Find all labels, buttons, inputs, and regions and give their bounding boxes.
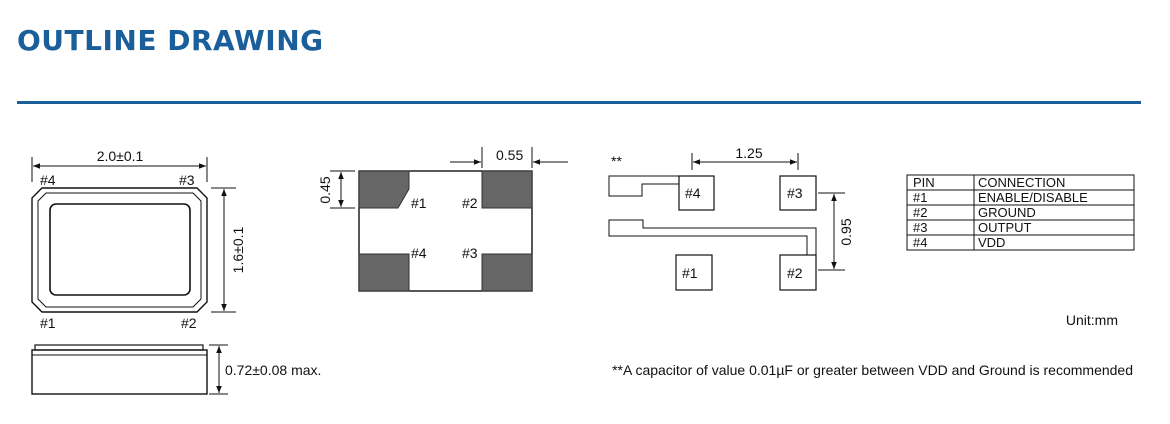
pad-label: #3 — [787, 185, 803, 201]
footnote: **A capacitor of value 0.01µF or greater… — [612, 362, 1133, 378]
note-marker: ** — [611, 153, 622, 169]
height-dim-text: 1.6±0.1 — [230, 226, 246, 273]
pad-3 — [481, 253, 533, 292]
trace-bottom — [608, 219, 817, 256]
pad-label: #2 — [787, 265, 803, 281]
pin-label: #1 — [40, 315, 56, 331]
pin-label: #3 — [179, 172, 195, 188]
pitch-dim-text: 1.25 — [735, 145, 762, 161]
pad-label: #4 — [685, 185, 701, 201]
table-cell: #4 — [913, 235, 927, 250]
page-title: OUTLINE DRAWING — [17, 24, 324, 57]
vertical-dim-text: 0.95 — [838, 218, 854, 245]
pad-4 — [358, 253, 410, 292]
table-cell: ENABLE/DISABLE — [978, 190, 1088, 205]
unit-label: Unit:mm — [1066, 312, 1118, 328]
side-body — [31, 349, 208, 395]
package-outline-inner — [37, 192, 202, 308]
top-view: 2.0±0.1 1.6±0.1 #4 #3 #1 #2 — [31, 148, 246, 331]
land-pad-3 — [779, 175, 817, 211]
pad-width-dim-text: 0.55 — [496, 147, 523, 163]
pin-label: #1 — [411, 195, 427, 211]
table-cell: GROUND — [978, 205, 1036, 220]
pad-2 — [481, 170, 533, 209]
lid-outline — [49, 203, 191, 296]
pin-label: #4 — [40, 172, 56, 188]
table-header: PIN — [913, 175, 935, 190]
bottom-outline — [358, 170, 533, 292]
width-dim-text: 2.0±0.1 — [97, 148, 144, 164]
land-pad-4 — [678, 175, 715, 211]
table-header: CONNECTION — [978, 175, 1065, 190]
pin-label: #4 — [411, 245, 427, 261]
side-height-dim-text: 0.72±0.08 max. — [225, 362, 321, 378]
table-cell: #3 — [913, 220, 927, 235]
land-pad-2 — [779, 254, 817, 291]
table-cell: OUTPUT — [978, 220, 1032, 235]
table-border — [906, 174, 1135, 251]
title-rule — [17, 101, 1141, 104]
land-pad-1 — [675, 254, 713, 291]
trace-top — [608, 175, 680, 197]
side-lid — [34, 344, 204, 351]
table-cell: #1 — [913, 190, 927, 205]
table-cell: #2 — [913, 205, 927, 220]
package-outline — [31, 187, 208, 313]
pin-label: #2 — [462, 195, 478, 211]
pin-label: #2 — [181, 315, 197, 331]
table-cell: VDD — [978, 235, 1005, 250]
pad-height-dim-text: 0.45 — [317, 176, 333, 203]
pad-label: #1 — [682, 265, 698, 281]
side-view: 0.72±0.08 max. — [31, 344, 321, 395]
pin-label: #3 — [462, 245, 478, 261]
land-pattern: ** 1.25 0.95 #4 #3 #1 #2 — [608, 145, 854, 291]
pin-table: PIN CONNECTION #1 ENABLE/DISABLE #2 GROU… — [906, 174, 1135, 251]
pad-1 — [358, 170, 410, 209]
bottom-view: 0.45 0.55 #1 #2 #4 #3 — [317, 147, 568, 292]
